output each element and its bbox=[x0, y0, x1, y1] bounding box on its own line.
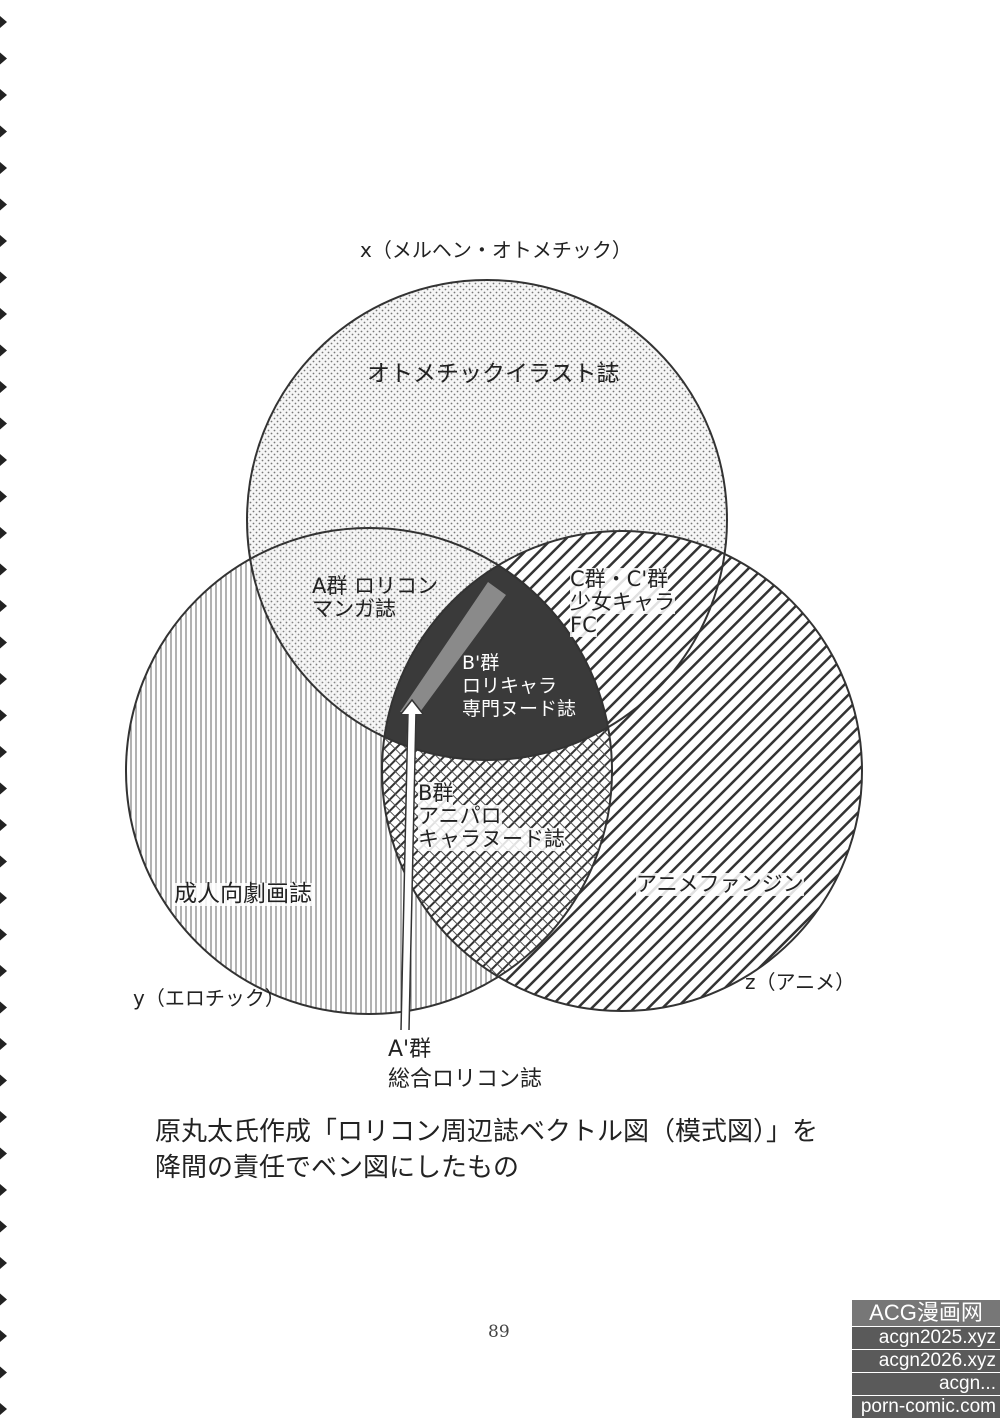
binding-hole bbox=[0, 1038, 7, 1050]
binding-hole bbox=[0, 1366, 7, 1379]
label-y-only-line: 成人向劇画誌 bbox=[174, 881, 312, 907]
binding-hole bbox=[0, 308, 7, 320]
binding-hole bbox=[0, 636, 7, 649]
binding-hole bbox=[0, 198, 7, 211]
binding-hole bbox=[0, 527, 7, 539]
label-z-only-line: アニメファンジン bbox=[636, 872, 804, 896]
region-a-prime-band bbox=[400, 582, 506, 712]
label-xyz-line-2: ロリキャラ bbox=[462, 675, 558, 697]
watermark-line-3: acgn... bbox=[852, 1373, 1000, 1395]
binding-hole bbox=[0, 819, 7, 831]
label-x-only-line: オトメチックイラスト誌 bbox=[367, 361, 620, 387]
binding-hole bbox=[0, 1184, 7, 1196]
binding-hole bbox=[0, 892, 7, 904]
label-y-only: 成人向劇画誌 bbox=[174, 883, 312, 906]
caption-line-2: 降間の責任でベン図にしたもの bbox=[155, 1153, 520, 1183]
label-xy-line-1: A群 ロリコン bbox=[312, 574, 439, 598]
label-x-only: オトメチックイラスト誌 bbox=[367, 363, 620, 386]
binding-hole bbox=[0, 162, 7, 174]
label-a-prime-line-2: 総合ロリコン誌 bbox=[388, 1067, 543, 1092]
caption-line-1: 原丸太氏作成「ロリコン周辺誌ベクトル図（模式図）」を bbox=[155, 1117, 819, 1147]
watermark-line-1: acgn2025.xyz bbox=[852, 1327, 1000, 1349]
binding-holes bbox=[0, 16, 7, 1415]
label-z-only: アニメファンジン bbox=[636, 873, 804, 896]
binding-hole bbox=[0, 125, 7, 138]
watermark-title: ACG漫画网 bbox=[852, 1300, 1000, 1326]
binding-hole bbox=[0, 746, 7, 758]
axis-x-label: x（メルヘン・オトメチック） bbox=[360, 238, 632, 262]
binding-hole bbox=[0, 1330, 7, 1342]
binding-hole bbox=[0, 490, 7, 503]
figure-caption: 原丸太氏作成「ロリコン周辺誌ベクトル図（模式図）」を 降間の責任でベン図にしたも… bbox=[155, 1114, 818, 1186]
binding-hole bbox=[0, 709, 7, 722]
label-xy: A群 ロリコン マンガ誌 bbox=[312, 575, 438, 621]
binding-hole bbox=[0, 454, 7, 466]
binding-hole bbox=[0, 89, 7, 101]
binding-hole bbox=[0, 381, 7, 393]
binding-hole bbox=[0, 965, 7, 977]
watermark-line-4: porn-comic.com bbox=[852, 1396, 1000, 1418]
binding-hole bbox=[0, 673, 7, 685]
page-number: 89 bbox=[488, 1322, 510, 1342]
watermark-line-2: acgn2026.xyz bbox=[852, 1350, 1000, 1372]
binding-hole bbox=[0, 600, 7, 612]
label-a-prime: A'群 総合ロリコン誌 bbox=[388, 1035, 542, 1095]
binding-hole bbox=[0, 271, 7, 284]
label-yz: B群 アニパロ キャラヌード誌 bbox=[418, 782, 565, 851]
binding-hole bbox=[0, 417, 7, 430]
binding-hole bbox=[0, 235, 7, 247]
label-xz-line-3: FC bbox=[570, 613, 597, 637]
binding-hole bbox=[0, 1147, 7, 1160]
binding-hole bbox=[0, 1293, 7, 1306]
axis-y-label: y（エロチック） bbox=[133, 986, 285, 1010]
label-yz-line-2: アニパロ bbox=[418, 804, 502, 828]
label-yz-line-3: キャラヌード誌 bbox=[418, 827, 565, 851]
watermark: ACG漫画网 acgn2025.xyz acgn2026.xyz acgn...… bbox=[852, 1300, 1000, 1419]
label-xz-line-1: C群・C'群 bbox=[570, 567, 669, 591]
circle-y-outline bbox=[125, 527, 613, 1015]
binding-hole bbox=[0, 1111, 7, 1123]
binding-hole bbox=[0, 782, 7, 795]
binding-hole bbox=[0, 563, 7, 576]
a-prime-pointer bbox=[400, 698, 424, 1031]
label-xyz: B'群 ロリキャラ 専門ヌード誌 bbox=[462, 652, 576, 721]
circle-x-outline bbox=[246, 279, 728, 761]
circle-z-outline bbox=[381, 530, 863, 1012]
label-yz-line-1: B群 bbox=[418, 781, 454, 805]
binding-hole bbox=[0, 16, 7, 28]
binding-hole bbox=[0, 1257, 7, 1269]
binding-hole bbox=[0, 344, 7, 357]
binding-hole bbox=[0, 1220, 7, 1233]
label-xz-line-2: 少女キャラ bbox=[570, 590, 675, 614]
binding-hole bbox=[0, 1001, 7, 1014]
label-xz: C群・C'群 少女キャラ FC bbox=[570, 568, 675, 637]
binding-hole bbox=[0, 1074, 7, 1087]
label-xyz-line-3: 専門ヌード誌 bbox=[462, 698, 577, 720]
binding-hole bbox=[0, 928, 7, 941]
binding-hole bbox=[0, 855, 7, 868]
axis-z-label: z（アニメ） bbox=[745, 970, 856, 994]
label-xy-line-2: マンガ誌 bbox=[312, 597, 396, 621]
label-a-prime-line-1: A'群 bbox=[388, 1037, 432, 1062]
region-xyz-fill bbox=[382, 531, 612, 760]
binding-hole bbox=[0, 1403, 7, 1415]
label-xyz-line-1: B'群 bbox=[462, 652, 500, 674]
binding-hole bbox=[0, 52, 7, 65]
